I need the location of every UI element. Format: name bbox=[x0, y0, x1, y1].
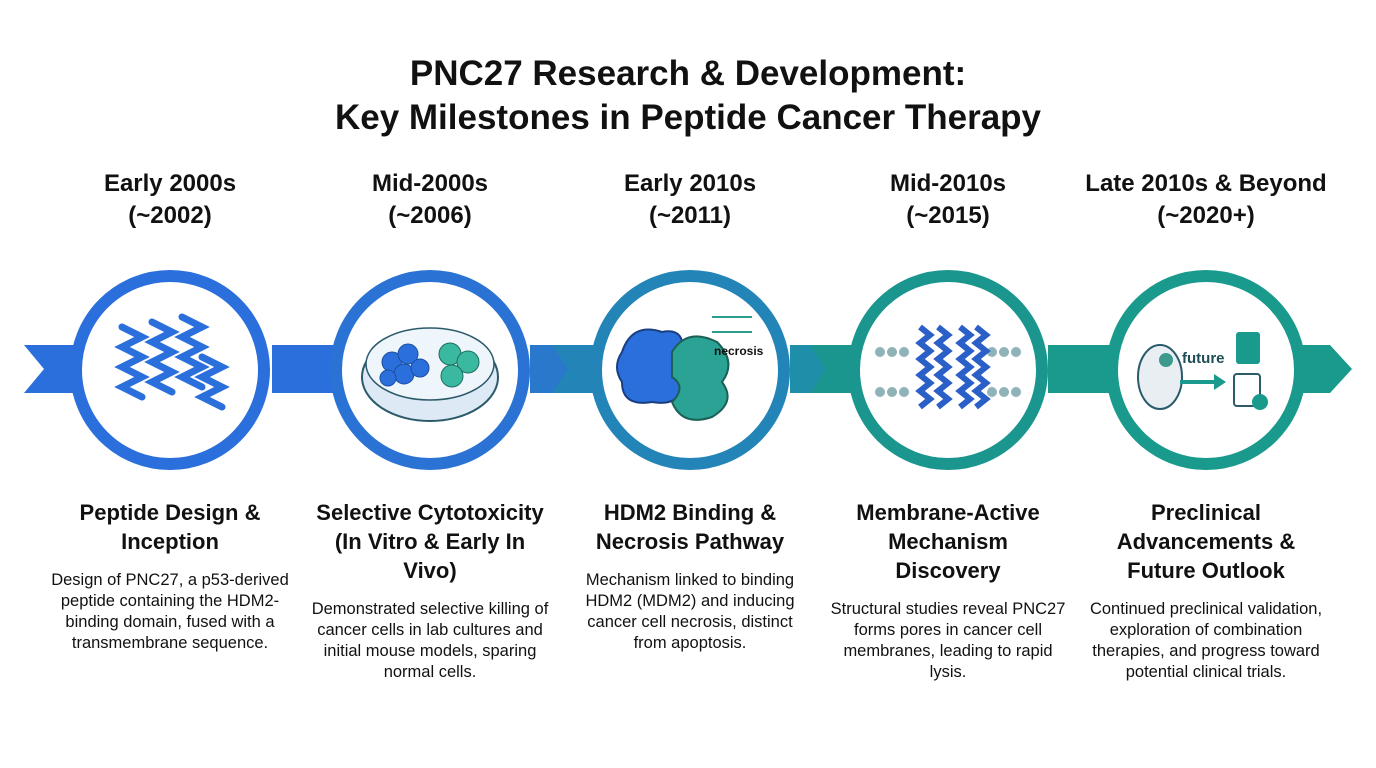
mouse-to-clinic-icon bbox=[1137, 332, 1268, 410]
milestone-era: Early 2010s bbox=[623, 170, 757, 197]
membrane-pore-icon bbox=[875, 324, 1021, 410]
milestone-5: Late 2010s & Beyond (~2020+) Preclinical… bbox=[1076, 168, 1336, 683]
milestone-year: (~2011) bbox=[648, 202, 732, 229]
milestone-description: Demonstrated selective killing of cancer… bbox=[311, 600, 549, 681]
milestone-title: Membrane-Active Mechanism Discovery bbox=[856, 500, 1040, 583]
milestone-description: Design of PNC27, a p53-derived peptide c… bbox=[51, 571, 289, 652]
milestone-era: Mid-2010s bbox=[889, 170, 1007, 197]
milestone-era: Early 2000s bbox=[103, 170, 237, 197]
band-segment bbox=[1068, 345, 1116, 393]
milestone-year: (~2020+) bbox=[1157, 202, 1255, 229]
milestone-description: Structural studies reveal PNC27 forms po… bbox=[830, 600, 1066, 681]
milestone-3: Early 2010s (~2011) HDM2 Binding & Necro… bbox=[560, 168, 820, 654]
milestone-year: (~2006) bbox=[388, 202, 472, 229]
protein-binding-icon bbox=[616, 316, 752, 421]
milestone-title: Selective Cytotoxicity (In Vitro & Early… bbox=[316, 500, 544, 583]
band-segment bbox=[810, 345, 858, 393]
peptide-helix-icon bbox=[114, 313, 230, 411]
band-segment bbox=[552, 345, 600, 393]
petri-dish-icon bbox=[361, 327, 499, 422]
necrosis-label: necrosis bbox=[714, 344, 764, 358]
milestone-year: (~2002) bbox=[128, 202, 212, 229]
band-segment bbox=[292, 345, 340, 393]
milestone-title: HDM2 Binding & Necrosis Pathway bbox=[595, 500, 785, 554]
milestone-era: Late 2010s & Beyond bbox=[1085, 170, 1327, 197]
milestone-4: Mid-2010s (~2015) Membrane-Active Mechan… bbox=[818, 168, 1078, 683]
milestone-2: Mid-2000s (~2006) Selective Cytotoxicity… bbox=[300, 168, 560, 683]
future-label: future bbox=[1182, 350, 1225, 367]
band-arrow-head bbox=[1300, 345, 1352, 393]
title-line-1: PNC27 Research & Development: bbox=[409, 54, 967, 93]
milestone-1: Early 2000s (~2002) Peptide Design & Inc… bbox=[40, 168, 300, 654]
milestone-description: Continued preclinical validation, explor… bbox=[1089, 600, 1323, 681]
title-line-2: Key Milestones in Peptide Cancer Therapy bbox=[334, 98, 1042, 137]
page-title: PNC27 Research & Development: Key Milesto… bbox=[0, 52, 1376, 140]
milestone-description: Mechanism linked to binding HDM2 (MDM2) … bbox=[585, 571, 795, 652]
milestone-era: Mid-2000s bbox=[371, 170, 489, 197]
milestone-title: Peptide Design & Inception bbox=[79, 500, 261, 554]
milestone-year: (~2015) bbox=[906, 202, 990, 229]
milestone-title: Preclinical Advancements & Future Outloo… bbox=[1116, 500, 1296, 583]
